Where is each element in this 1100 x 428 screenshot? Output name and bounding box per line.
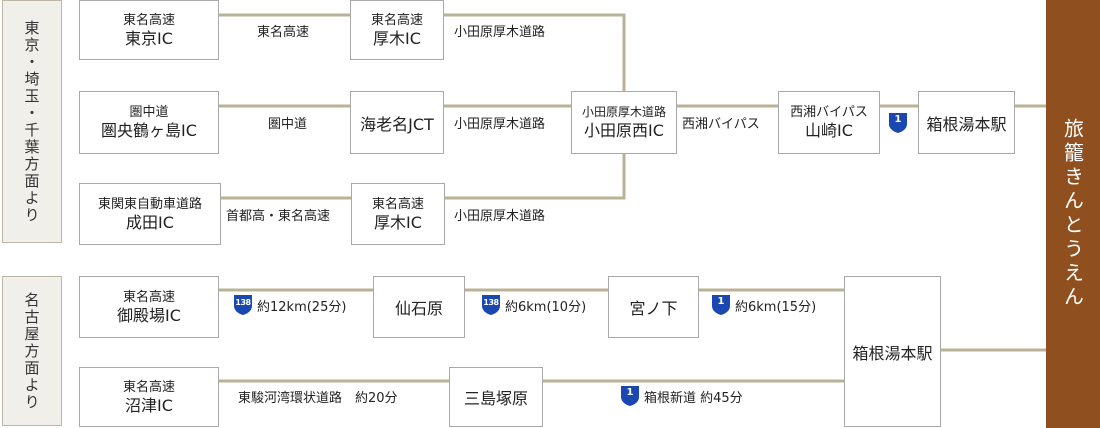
node-main-label: 仙石原: [394, 299, 443, 318]
node-yamazaki-ic: 西湘バイパス 山崎IC: [778, 91, 880, 154]
node-main-label: 厚木IC: [373, 28, 421, 48]
node-sub-label: 西湘バイパス: [790, 105, 868, 120]
region-tokyo-label: 東京・埼玉・千葉方面より: [22, 19, 41, 224]
route-distance-text: 約12km(25分): [257, 299, 347, 315]
node-sub-label: 東名高速: [122, 12, 175, 28]
node-main-label: 圏央鶴ヶ島IC: [101, 121, 197, 140]
route-label-hakone-shindo: 1 箱根新道 約45分: [617, 385, 745, 407]
route-1-shield-icon: 1: [619, 385, 641, 407]
node-main-label: 厚木IC: [374, 212, 422, 232]
destination-hatago-kintouen: 旅籠きんとうえん: [1046, 0, 1100, 428]
route-label-seisho-bypass: 西湘バイパス: [680, 113, 762, 132]
route-label-odawara-atsugi-2: 小田原厚木道路: [452, 113, 548, 132]
route-label-sengoku-miyanoshita: 138 約6km(10分): [478, 294, 589, 316]
route-distance-text: 約6km(10分): [505, 299, 587, 315]
route-138-shield-icon: 138: [480, 294, 502, 316]
route-label-gotemba-sengoku: 138 約12km(25分): [230, 294, 349, 316]
node-tomei-tokyo-ic: 東名高速 東京IC: [79, 0, 219, 60]
destination-label: 旅籠きんとうえん: [1060, 118, 1085, 310]
node-miyanoshita: 宮ノ下: [608, 276, 699, 338]
route-1-shield-icon: 1: [887, 112, 909, 134]
node-main-label: 成田IC: [126, 212, 174, 232]
node-sub-label: 東関東自動車道路: [97, 196, 202, 212]
node-sub-label: 圏中道: [129, 105, 169, 120]
route-label-shuto-tomei: 首都高・東名高速: [224, 205, 333, 224]
node-main-label: 東京IC: [125, 28, 173, 48]
node-main-label: 沼津IC: [125, 395, 173, 415]
node-tomei-gotemba-ic: 東名高速 御殿場IC: [79, 276, 219, 338]
node-hakone-yumoto-station-2: 箱根湯本駅: [844, 276, 941, 427]
line-atsugi-odawara: [443, 13, 626, 91]
node-main-label: 三島塚原: [463, 389, 528, 408]
node-main-label: 御殿場IC: [117, 305, 181, 325]
node-main-label: 小田原西IC: [584, 121, 664, 140]
node-mishima-tsukahara: 三島塚原: [449, 367, 543, 427]
region-nagoya-label: 名古屋方面より: [22, 291, 41, 411]
route-label-kenoudo: 圏中道: [266, 113, 310, 132]
node-odawara-nishi-ic: 小田原厚木道路 小田原西IC: [571, 91, 677, 154]
node-higashikanto-narita-ic: 東関東自動車道路 成田IC: [79, 183, 221, 245]
node-main-label: 海老名JCT: [360, 114, 434, 134]
node-main-label: 箱根湯本駅: [926, 114, 1007, 134]
route-1-shield-icon: 1: [710, 294, 732, 316]
line-atsugi2-odawara: [444, 153, 626, 200]
node-ebina-jct: 海老名JCT: [350, 91, 444, 154]
route-label-odawara-atsugi-1: 小田原厚木道路: [452, 21, 548, 40]
node-tomei-numazu-ic: 東名高速 沼津IC: [79, 367, 219, 427]
route-label-miyanoshita-hakone: 1 約6km(15分): [708, 294, 819, 316]
route-138-shield-icon: 138: [232, 294, 254, 316]
node-main-label: 箱根湯本駅: [852, 343, 933, 363]
route-distance-text: 箱根新道 約45分: [644, 390, 743, 406]
node-sub-label: 東名高速: [371, 196, 424, 212]
route-label-numazu-mishima: 東駿河湾環状道路 約20分: [236, 387, 400, 406]
node-tomei-atsugi-ic-1: 東名高速 厚木IC: [350, 0, 444, 60]
node-main-label: 山崎IC: [805, 121, 853, 140]
node-sub-label: 小田原厚木道路: [581, 105, 666, 119]
route-label-tomei: 東名高速: [255, 21, 312, 40]
route-distance-text: 約6km(15分): [735, 299, 817, 315]
region-nagoya: 名古屋方面より: [2, 276, 62, 426]
node-tomei-atsugi-ic-2: 東名高速 厚木IC: [351, 183, 445, 245]
node-sub-label: 東名高速: [370, 12, 423, 28]
node-hakone-yumoto-station-1: 箱根湯本駅: [918, 91, 1015, 154]
node-sub-label: 東名高速: [122, 379, 175, 395]
route-label-odawara-atsugi-3: 小田原厚木道路: [452, 205, 548, 224]
node-sub-label: 東名高速: [122, 289, 175, 305]
node-sengokuhara: 仙石原: [373, 276, 465, 338]
node-ken-tsurugashima-ic: 圏中道 圏央鶴ヶ島IC: [79, 91, 219, 154]
node-main-label: 宮ノ下: [629, 299, 678, 318]
region-tokyo-saitama-chiba: 東京・埼玉・千葉方面より: [2, 0, 62, 243]
